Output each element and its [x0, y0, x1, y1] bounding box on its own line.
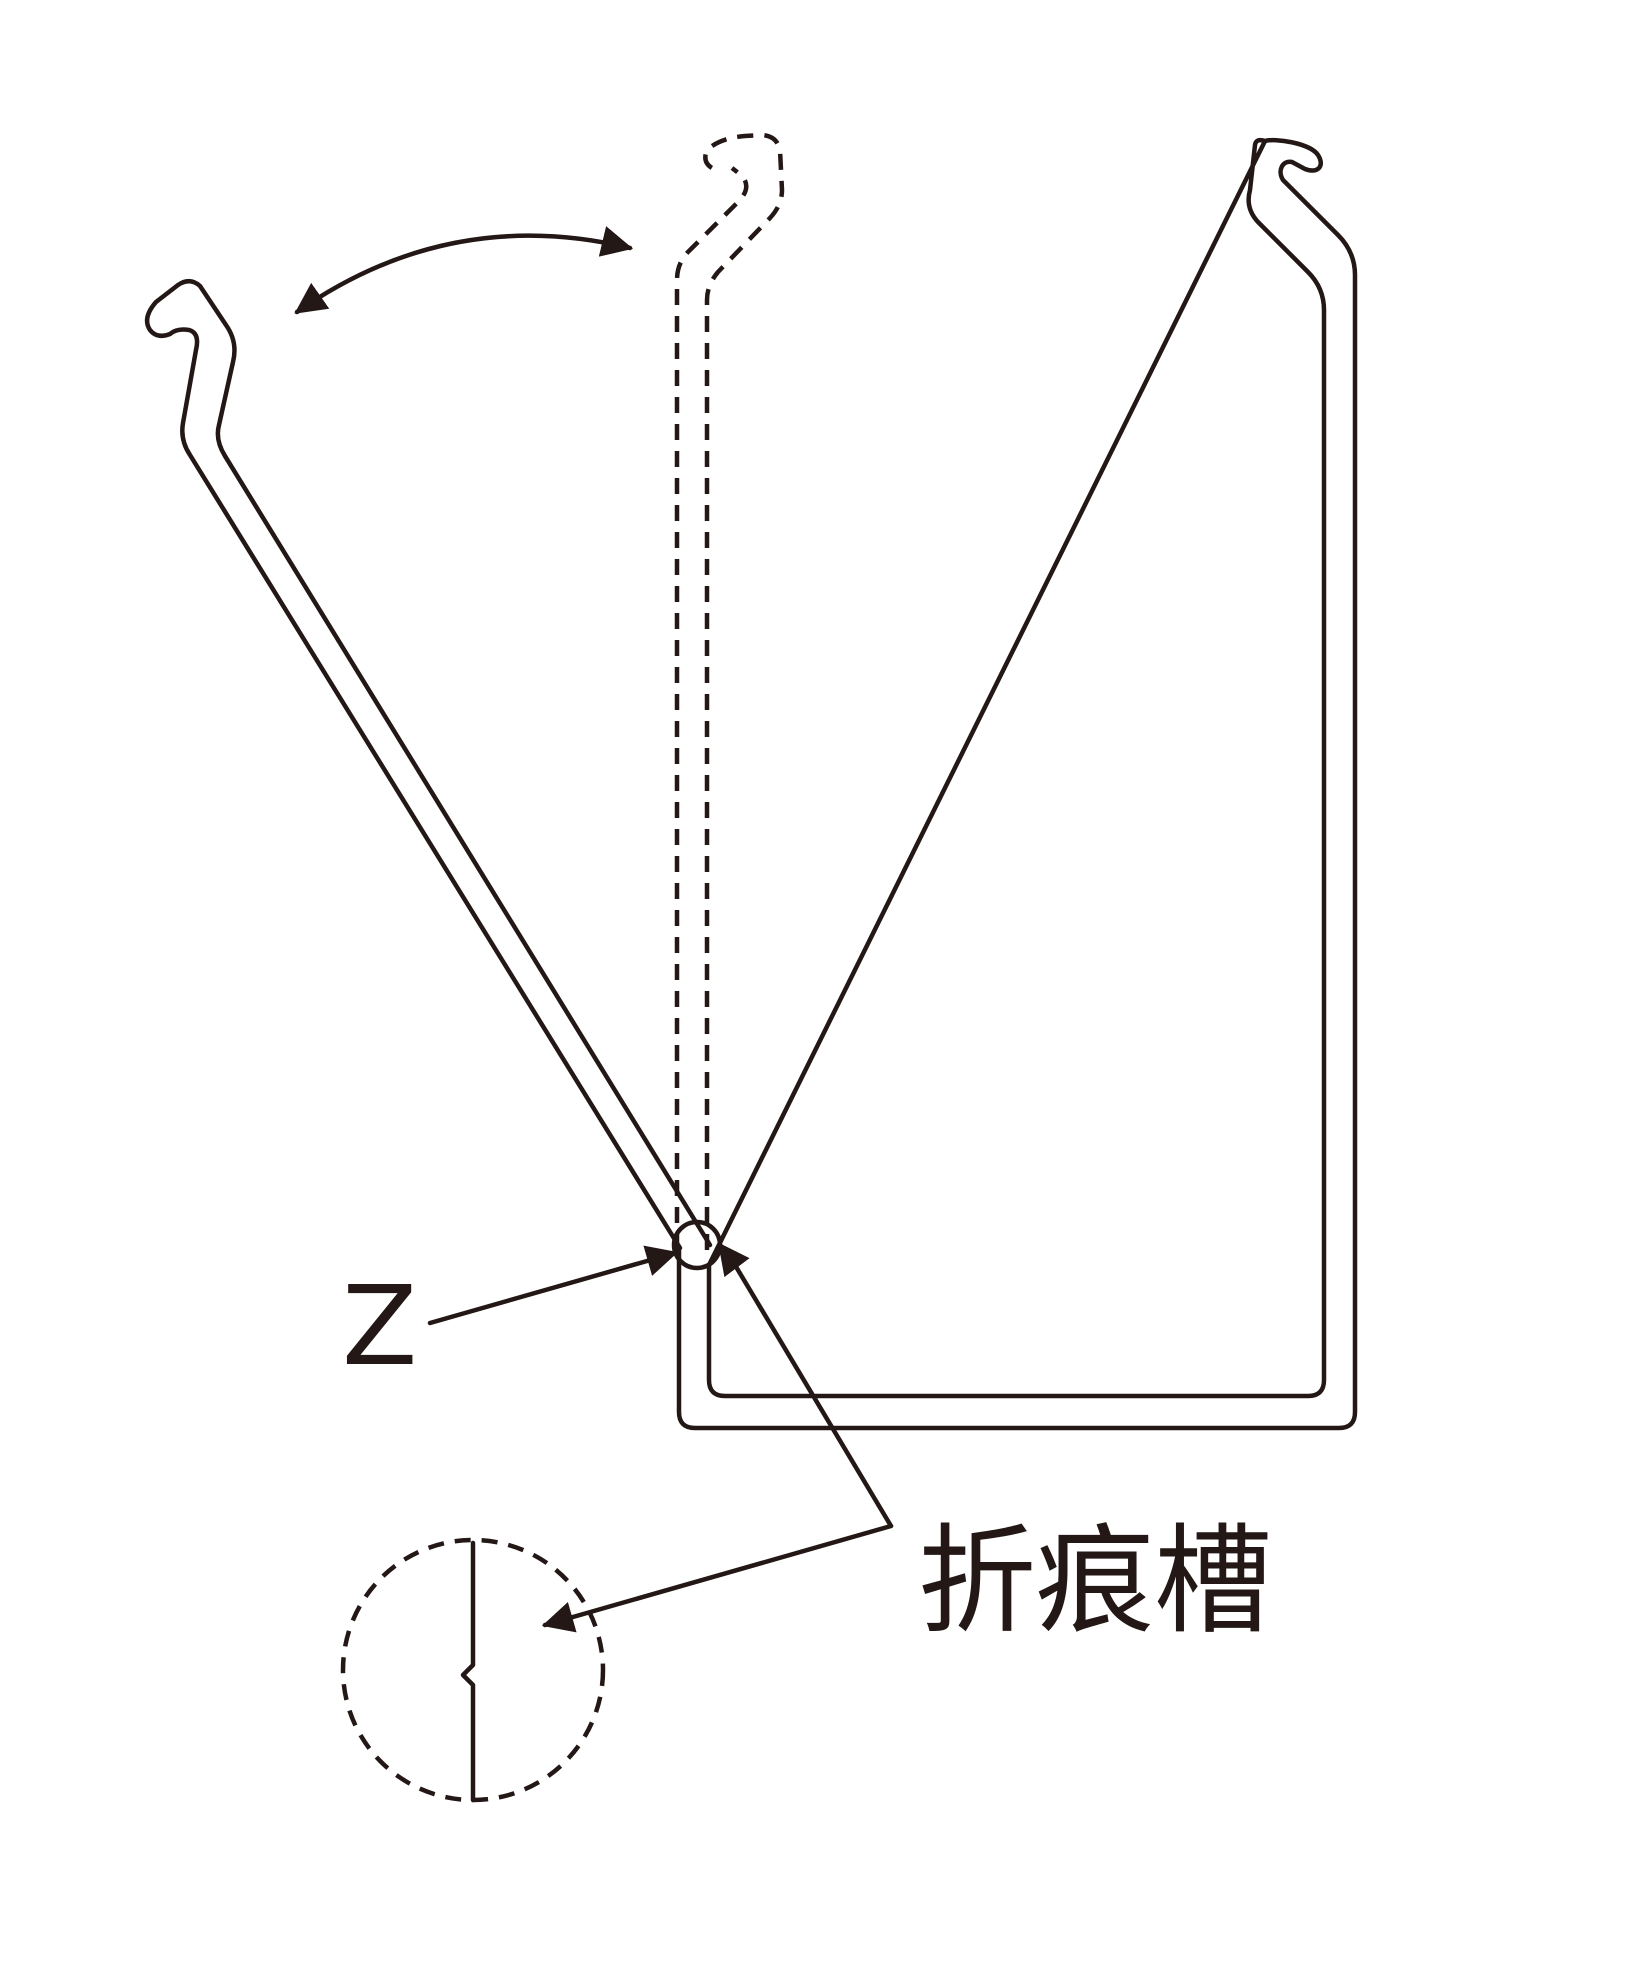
crease-groove-leader-tip	[717, 1242, 750, 1278]
tray-body-outline	[676, 137, 1358, 1431]
original-wall-dashed	[674, 166, 749, 1250]
tray-body-inner-outline	[706, 137, 1327, 1399]
original-wall-inner-dashed	[703, 132, 785, 1250]
fold-direction-arrow	[294, 226, 634, 315]
crease-groove-label: 折痕槽	[918, 1512, 1272, 1650]
z-leader-arrow	[427, 1245, 679, 1326]
crease-groove-detail-arrow	[541, 1523, 894, 1633]
z-label: Z	[342, 1262, 417, 1390]
detail-groove-profile	[460, 1540, 476, 1803]
z-detail-circle	[671, 1219, 723, 1271]
crease-groove-leader	[732, 1262, 894, 1529]
folded-wall-outline	[144, 279, 713, 1251]
